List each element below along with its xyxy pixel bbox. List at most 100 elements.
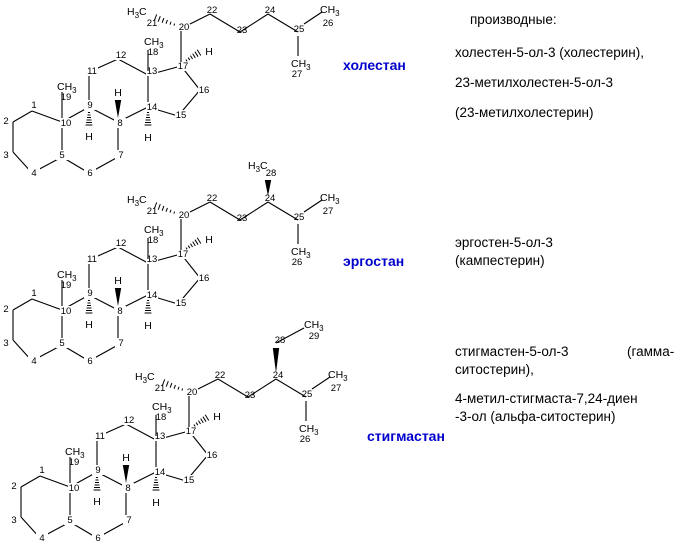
label-bg — [146, 254, 158, 264]
atom-label-2: 2 — [3, 116, 8, 127]
h-14-label: H — [144, 132, 152, 144]
hash-bond — [196, 237, 202, 244]
label-bg — [36, 533, 48, 543]
atom-label-23: 23 — [237, 213, 248, 224]
atom-label-22: 22 — [207, 193, 218, 204]
atom-label-5: 5 — [67, 515, 72, 526]
atom-label-18: 18 — [148, 47, 159, 58]
methyl-21-label: H3C — [135, 371, 155, 385]
label-bg — [177, 249, 189, 259]
atom-label-14: 14 — [147, 290, 158, 301]
atom-label-3: 3 — [3, 338, 8, 349]
methyl-26-label: CH3 — [320, 192, 340, 206]
derivative-cholestane-3: (23-метилхолестерин) — [455, 105, 594, 120]
atom-label-21: 21 — [147, 18, 158, 29]
hash-bond — [161, 379, 166, 386]
bond — [117, 58, 149, 76]
hash-bond — [181, 388, 184, 391]
hash-bond — [173, 384, 176, 389]
label-bg — [60, 306, 72, 316]
atom-label-5: 5 — [59, 338, 64, 349]
atom-label-17: 17 — [178, 249, 189, 260]
derivative-ergostane-1: эргостен-5-ол-3 — [455, 235, 553, 250]
bond — [189, 201, 211, 213]
hash-bond — [185, 247, 188, 250]
label-bg — [86, 254, 98, 264]
atom-label-24: 24 — [273, 370, 284, 381]
bond — [239, 13, 269, 33]
atom-label-29: 29 — [309, 331, 320, 342]
hash-bond — [161, 205, 165, 211]
derivative-cholestane-1: холестен-5-ол-3 (холестерин), — [455, 45, 645, 60]
atom-label-1: 1 — [31, 288, 36, 299]
atom-label-21: 21 — [155, 383, 166, 394]
derivatives-heading: производные: — [470, 12, 557, 27]
bond — [39, 475, 71, 488]
bond — [217, 378, 249, 398]
atom-label-20: 20 — [179, 22, 190, 33]
label-bg — [0, 338, 12, 348]
atom-label-27: 27 — [292, 69, 303, 80]
atom-label-16: 16 — [199, 85, 210, 96]
label-bg — [146, 66, 158, 76]
label-bg — [28, 100, 40, 110]
hash-bond — [190, 55, 193, 60]
atom-label-4: 4 — [31, 356, 36, 367]
atom-label-1: 1 — [31, 100, 36, 111]
hash-bond — [185, 59, 188, 62]
atom-label-19: 19 — [61, 92, 72, 103]
methyl-18-label: CH3 — [152, 401, 172, 415]
hash-bond — [190, 243, 193, 248]
bond — [20, 475, 41, 488]
atom-label-12: 12 — [124, 415, 135, 426]
atom-label-27: 27 — [331, 383, 342, 394]
atom-label-24: 24 — [265, 193, 276, 204]
h-8-label: H — [114, 275, 122, 287]
label-bg — [183, 475, 195, 485]
bond — [275, 378, 307, 398]
label-bg — [86, 66, 98, 76]
atom-label-20: 20 — [179, 210, 190, 221]
atom-label-13: 13 — [155, 431, 166, 442]
label-bg — [60, 118, 72, 128]
hash-bond — [161, 17, 165, 23]
hash-bond — [187, 57, 191, 61]
atom-label-27: 27 — [323, 206, 334, 217]
label-bg — [84, 100, 96, 110]
label-bg — [115, 50, 127, 60]
hash-bond — [169, 209, 172, 213]
atom-label-7: 7 — [118, 150, 123, 161]
bond — [267, 201, 299, 221]
label-bg — [115, 238, 127, 248]
atom-label-8: 8 — [117, 306, 122, 317]
label-bg — [177, 61, 189, 71]
stigmastane-structure: 123456789101112131415161719CH318CH3HHHH2… — [8, 319, 348, 544]
wedge-bond — [264, 180, 272, 196]
derivative-stigmastane-2: (гамма- — [627, 344, 675, 359]
bond — [189, 13, 211, 25]
h-8-label: H — [122, 452, 130, 464]
atom-label-3: 3 — [11, 515, 16, 526]
bond — [275, 327, 305, 344]
label-bg — [175, 110, 187, 120]
atom-label-4: 4 — [31, 168, 36, 179]
bond — [31, 298, 63, 311]
atom-label-23: 23 — [245, 390, 256, 401]
label-bg — [146, 290, 158, 300]
h-14-label: H — [144, 320, 152, 332]
methyl-28-label: H3C — [248, 160, 268, 174]
methyl-26-label: CH3 — [320, 4, 340, 18]
atom-label-7: 7 — [118, 338, 123, 349]
methyl-27-label: CH3 — [291, 58, 311, 72]
atom-label-14: 14 — [147, 102, 158, 113]
label-bg — [64, 515, 76, 525]
atom-label-9: 9 — [87, 288, 92, 299]
label-bg — [114, 306, 126, 316]
atom-label-5: 5 — [59, 150, 64, 161]
label-bg — [84, 168, 96, 178]
wedge-bond — [272, 348, 280, 373]
atom-label-10: 10 — [61, 306, 72, 317]
label-bg — [175, 298, 187, 308]
label-bg — [114, 118, 126, 128]
derivative-stigmastane-4: 4-метил-стигмаста-7,24-диен — [455, 391, 638, 406]
